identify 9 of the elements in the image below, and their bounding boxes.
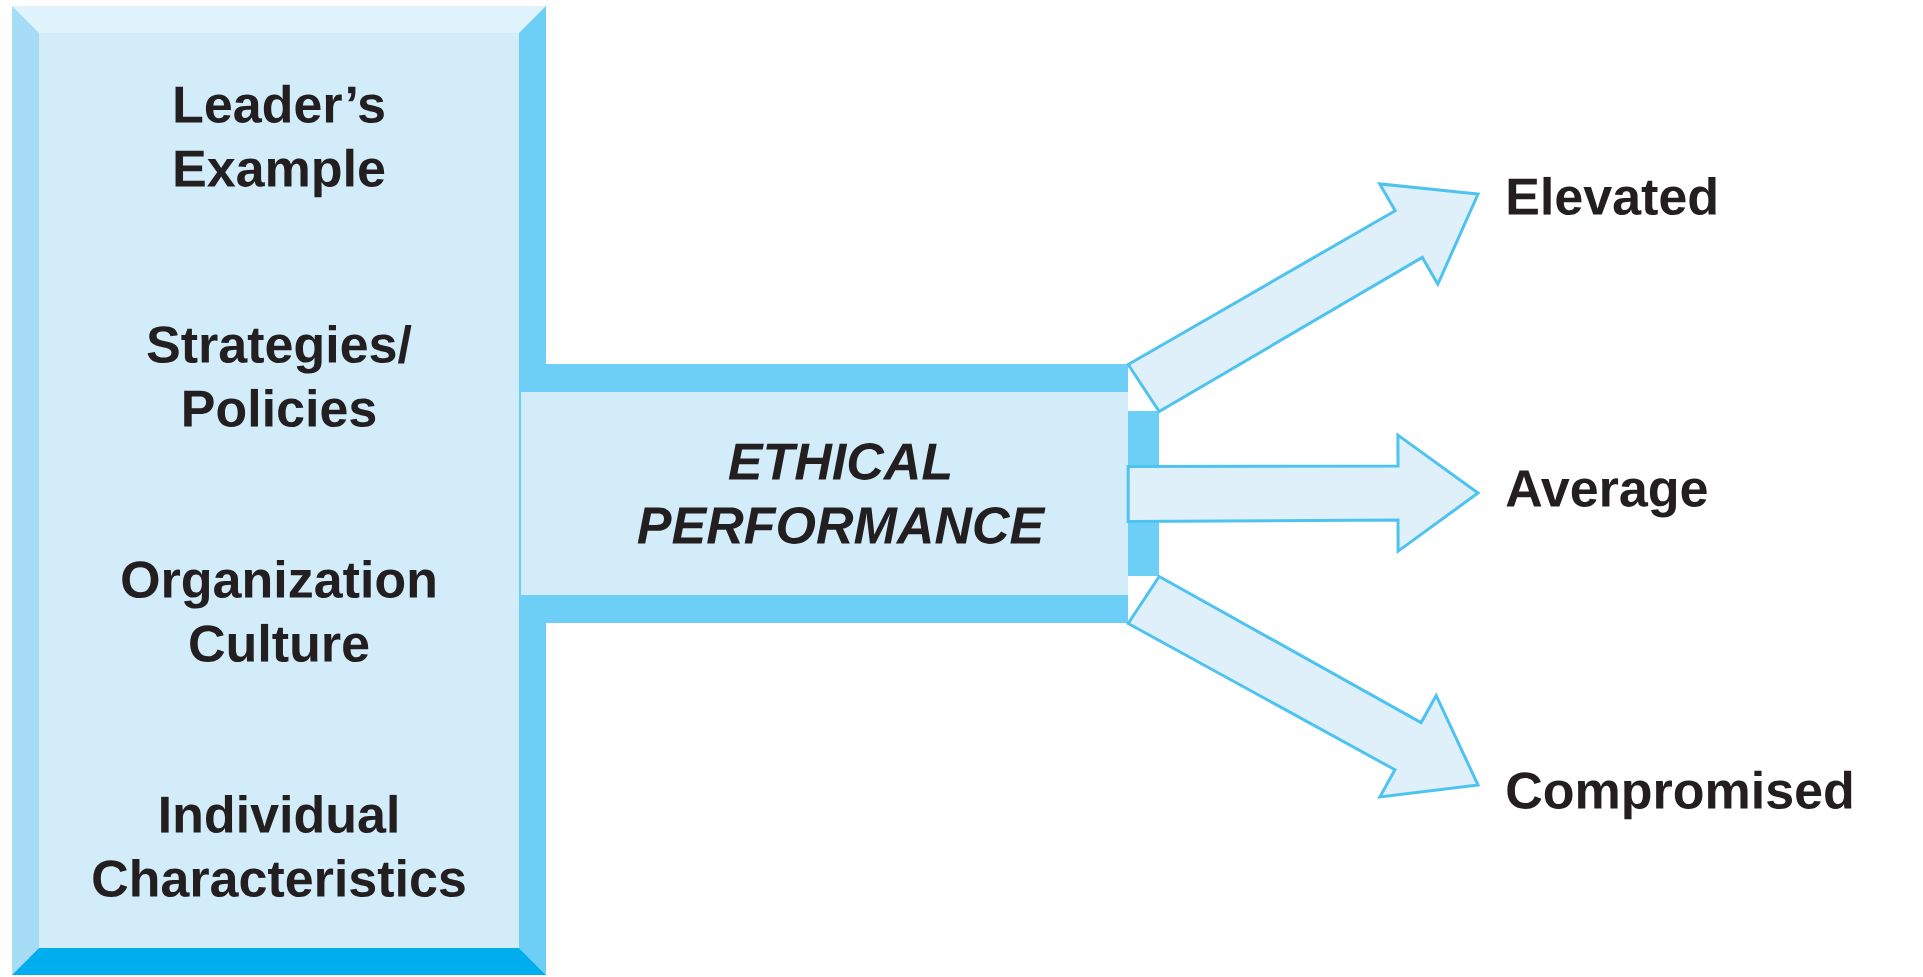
block-arrow	[1126, 432, 1481, 555]
outcome-label: Elevated	[1508, 176, 1716, 216]
band: ETHICAL PERFORMANCE	[521, 364, 1159, 623]
outcome-label: Compromised	[1507, 770, 1852, 820]
factor-label: Strategies/ Policies	[147, 324, 412, 428]
factor-label: Leader’s Example	[175, 84, 385, 198]
factor-label: Individual Characteristics	[93, 794, 465, 898]
outcome-label: Average	[1506, 470, 1707, 518]
factor-label: Organization Culture	[122, 559, 435, 663]
